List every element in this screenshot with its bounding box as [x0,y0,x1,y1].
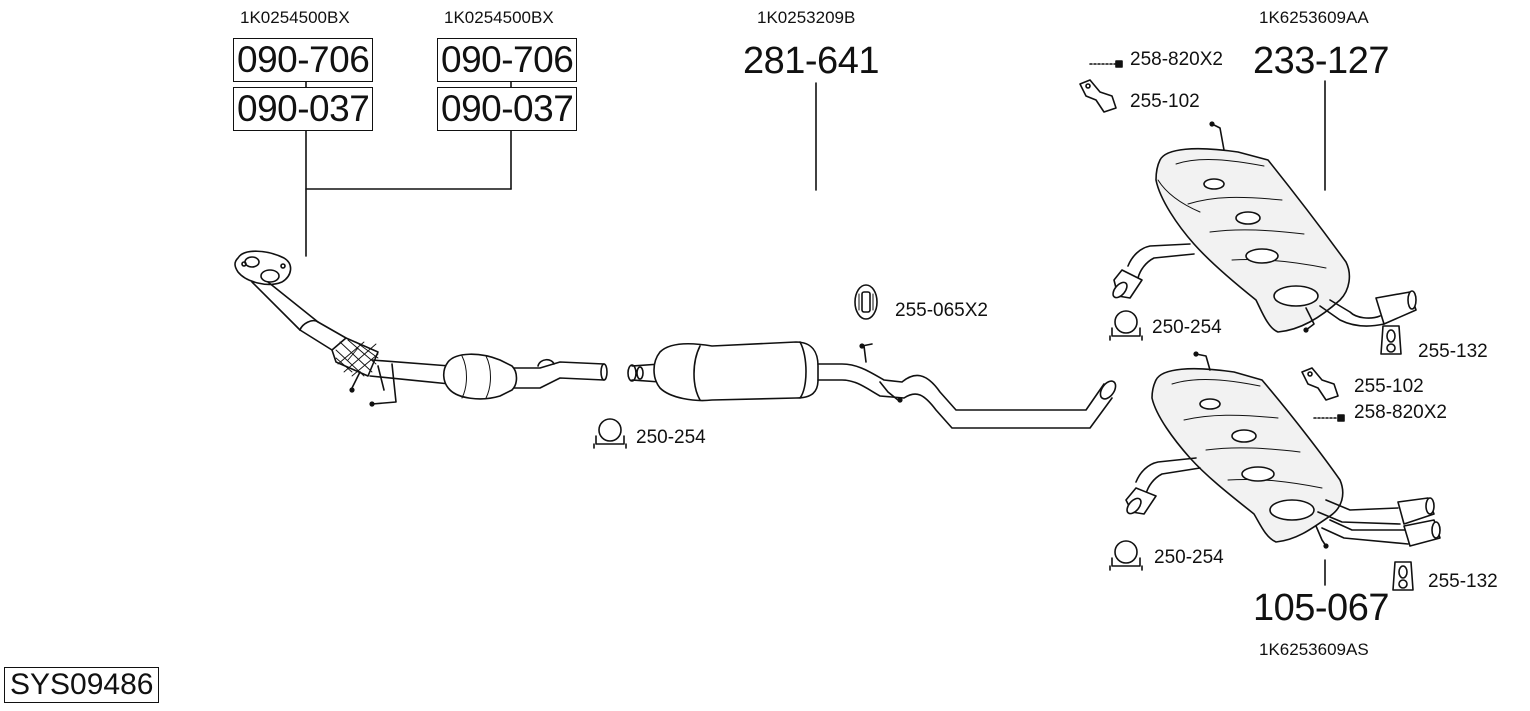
bracket-icon [1079,79,1117,113]
rear-silencer-b [1125,351,1441,549]
part-number-clamp-rear-bottom[interactable]: 250-254 [1154,547,1224,568]
catalytic-converter-icon [442,353,518,400]
flange-icon [234,250,292,286]
rubber-hanger-icon [1392,561,1414,591]
part-number-clamp-rear-top[interactable]: 250-254 [1152,317,1222,338]
part-number-bracket-top[interactable]: 255-102 [1130,91,1200,112]
bolt-icon [1089,60,1123,68]
middle-silencer-assembly [627,341,1117,429]
part-number-rubber-hanger-rear-bottom[interactable]: 255-132 [1428,571,1498,592]
part-number-rubber-hanger-middle[interactable]: 255-065X2 [895,300,988,321]
part-number-middle-silencer[interactable]: 281-641 [743,40,879,82]
part-number-box-front-pipe-a-top[interactable]: 090-706 [233,38,374,82]
part-number-clamp-middle[interactable]: 250-254 [636,427,706,448]
part-number-bracket-rear[interactable]: 255-102 [1354,376,1424,397]
leader-lines [305,79,1326,586]
part-number-bolt-rear[interactable]: 258-820X2 [1354,402,1447,423]
rubber-hanger-icon [1380,325,1402,355]
part-number-box-front-pipe-a-bottom[interactable]: 090-037 [233,87,374,131]
bracket-icon [1301,367,1339,401]
muffler-icon [1151,367,1344,543]
muffler-icon [1155,147,1351,333]
system-id-label: SYS09486 [4,667,160,703]
oem-number-rear-silencer-a: 1K6253609AA [1259,8,1369,27]
oem-number-front-pipe-a: 1K0254500BX [240,8,350,27]
rear-silencer-a [1112,121,1417,333]
clamp-icon [593,418,627,449]
part-number-rear-silencer-a[interactable]: 233-127 [1253,40,1389,82]
muffler-icon [653,341,819,402]
flex-joint [331,337,379,377]
clamp-icon [1109,540,1143,571]
oem-number-rear-silencer-b: 1K6253609AS [1259,640,1369,659]
oem-number-middle-silencer: 1K0253209B [757,8,856,27]
part-number-box-front-pipe-b-bottom[interactable]: 090-037 [437,87,578,131]
part-number-box-front-pipe-b-top[interactable]: 090-706 [437,38,578,82]
part-number-rubber-hanger-rear-top[interactable]: 255-132 [1418,341,1488,362]
part-number-rear-silencer-b[interactable]: 105-067 [1253,587,1389,629]
oem-number-front-pipe-b: 1K0254500BX [444,8,554,27]
clamp-icon [1109,310,1143,341]
rubber-hanger-icon [854,284,878,320]
front-pipe-assembly [234,250,608,407]
bolt-icon [1313,414,1345,422]
part-number-bolt-top[interactable]: 258-820X2 [1130,49,1223,70]
